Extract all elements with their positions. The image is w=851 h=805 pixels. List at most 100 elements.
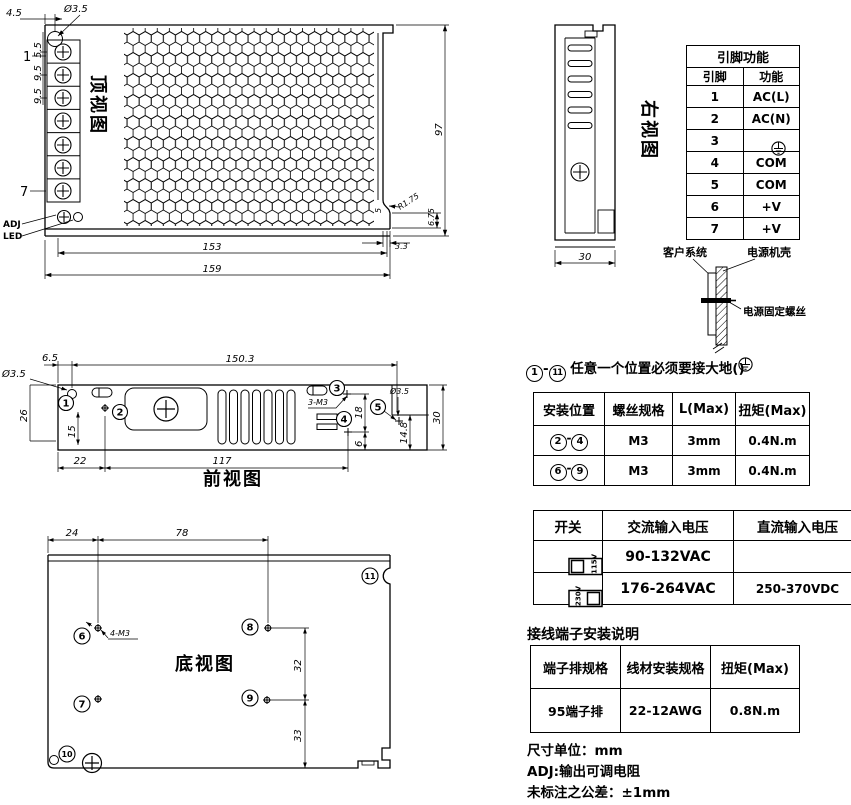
customer-system-label: 客户系统 [662,245,707,259]
dim-9-5b: 9.5 [33,88,44,104]
func-col-header: 功能 [742,67,800,86]
svg-text:7: 7 [79,700,86,711]
customer-plate [707,272,717,336]
voltage-row: 230V 176-264VAC 250-370VDC [533,572,851,607]
footnote-adj: ADJ:输出可调电阻 [527,764,641,780]
svg-text:8: 8 [247,623,254,634]
dim-33: 33 [293,729,304,742]
vent-mesh [124,28,374,226]
dim-30-right-view: 30 [579,252,592,263]
fixing-screw [701,298,736,303]
dim-hole-top: Ø3.5 [63,3,88,15]
dim-18: 18 [354,406,365,419]
terminal-row: 95端子排 22-12AWG 0.8N.m [530,688,800,733]
svg-text:9: 9 [247,694,254,705]
front-view-features [67,385,403,445]
front-view-dimensions [29,361,447,472]
top-view-dimensions [20,14,449,279]
svg-text:115V: 115V [591,553,599,573]
adj-label: ADJ [3,220,21,230]
dim-24: 24 [66,528,79,539]
position-markers: 1 2 3 4 5 [57,379,387,428]
dim-117: 117 [212,456,232,467]
svg-text:230V: 230V [575,585,583,605]
svg-text:5: 5 [375,403,382,414]
circled-1: 1 [526,365,543,382]
svg-text:11: 11 [364,572,376,581]
dim-5-5: 5.5 [33,42,44,58]
svg-text:3: 3 [334,384,341,395]
mounting-table: 安装位置 螺丝规格 L(Max) 扭矩(Max) 2-4 M3 3mm 0.4N… [533,392,810,486]
bottom-view-outline [47,554,391,769]
ground-note-text: 任意一个位置必须要接大地( [565,361,739,377]
side-screw [570,162,590,182]
circled-11: 11 [548,365,566,382]
dim-97: 97 [434,123,445,136]
adj-potentiometer [56,209,72,225]
ground-note: 1-11 任意一个位置必须要接大地() [526,357,851,382]
pin-row: 7+V [686,217,800,240]
right-view-outline [554,24,616,248]
dim-22: 22 [74,456,87,467]
dim-9-5a: 9.5 [33,65,44,81]
pin-table-title: 引脚功能 [686,45,800,68]
mount-row: 2-4 M3 3mm 0.4N.m [533,425,810,456]
thread-label-3m3: 3-M3 [308,398,328,407]
dim-150-3: 150.3 [226,354,255,365]
svg-text:1: 1 [63,399,70,410]
dim-4-5: 4.5 [6,8,22,19]
svg-text:2: 2 [117,408,124,419]
switch-voltage-table: 开关 交流输入电压 直流输入电压 115V 90-132VAC 230V [533,510,851,607]
right-view-vents [567,44,593,129]
voltage-selector-230-icon: 230V [568,585,603,607]
footnote-units: 尺寸单位：mm [527,743,623,759]
svg-text:10: 10 [61,750,73,759]
bottom-view-dimensions [47,536,309,768]
bottom-view-drawing: 6 8 7 9 10 11 24 78 4-M3 32 33 底视图 [47,528,391,774]
pin-row: 6+V [686,195,800,218]
mount-row: 6-9 M3 3mm 0.4N.m [533,455,810,486]
ground-icon [771,140,786,156]
ground-icon [738,357,754,372]
voltage-selector-115-icon: 115V [568,553,603,575]
svg-text:6: 6 [79,632,86,643]
mounting-detail-drawing: 客户系统 电源机壳 电源固定螺丝 [662,245,806,354]
terminal-block [46,31,83,225]
bottom-view-label: 底视图 [175,653,235,675]
pin-col-header: 引脚 [686,67,744,86]
terminal-screw [54,43,72,200]
svg-text:4: 4 [341,415,348,426]
dim-26: 26 [19,409,30,422]
dim-3-3: 3.3 [395,242,408,251]
dim-153: 153 [202,242,221,253]
led-label: LED [3,232,22,242]
front-view-label: 前视图 [203,468,263,490]
dim-6: 6 [354,441,365,447]
dim-159: 159 [202,264,221,275]
top-view-case-outline [44,24,394,237]
dim-32: 32 [293,659,304,672]
right-view-dimensions [554,250,616,267]
dim-6-5: 6.5 [42,353,58,364]
dim-30-front: 30 [432,411,443,424]
dim-14-8: 14.8 [399,422,410,444]
terminal-table: 端子排规格 线材安装规格 扭矩(Max) 95端子排 22-12AWG 0.8N… [530,645,800,733]
top-view-drawing: 4.5 Ø3.5 1 5.5 9.5 9.5 7 ADJ LED 153 159… [3,3,449,279]
footnote-tolerance: 未标注之公差：±1mm [527,785,671,801]
dim-r175: R1.75 [396,191,421,211]
dim-hole-left: Ø3.5 [1,368,26,380]
dim-15: 15 [67,425,78,438]
pin-7-label: 7 [20,185,28,200]
led-indicator [73,212,83,222]
position-markers: 6 8 7 9 10 11 [58,567,379,763]
right-view-label: 右视图 [638,100,660,160]
front-view-drawing: 1 2 3 4 5 6.5 150.3 Ø3.5 26 15 22 117 3-… [1,353,447,490]
pin-row: 3 [686,129,800,156]
power-case-label: 电源机壳 [747,245,791,259]
dim-6-75: 6.75 [427,208,436,226]
